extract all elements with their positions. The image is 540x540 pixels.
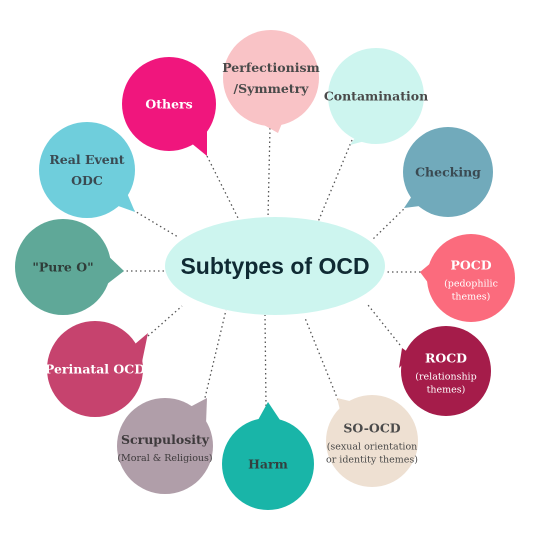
center-node: Subtypes of OCD [165,217,385,315]
connector-rocd [367,304,401,346]
bubble-checking: Checking [403,127,493,217]
bubble-tail [258,402,280,420]
connector-perinatal [147,305,183,337]
bubble-label: "Pure O" [32,260,93,275]
bubble-circle [117,398,213,494]
bubble-label: Perfectionism [222,60,320,75]
bubble-circle [427,234,515,322]
bubble-circle [15,219,111,315]
connector-perfectionism [267,127,271,219]
bubble-sublabel: themes) [452,292,491,303]
bubble-label: Checking [415,165,481,180]
bubble-label: Others [145,97,192,112]
bubble-pure-o: "Pure O" [15,219,124,315]
bubble-circle [47,321,143,417]
bubble-scrupulosity: Scrupulosity (Moral & Religious) [117,398,213,494]
bubble-rocd: ROCD (relationship themes) [399,326,491,416]
bubble-label: SO-OCD [343,421,400,436]
bubble-pocd: POCD (pedophilic themes) [420,234,515,322]
bubble-harm: Harm [222,402,314,510]
bubble-circle [222,418,314,510]
connector-contamination [317,139,353,223]
bubble-label: Contamination [324,89,428,104]
bubble-circle [122,57,216,151]
bubble-label: Perinatal OCD [45,362,145,377]
bubble-circle [223,30,319,126]
connector-real-event [132,209,179,238]
connector-scrupulosity [203,309,227,403]
connectors [122,127,425,407]
bubble-so-ocd: SO-OCD (sexual orientation or identity the… [326,395,418,487]
bubble-tail [135,333,148,362]
bubble-circle [401,326,491,416]
center-ellipse [165,217,385,315]
bubble-label: /Symmetry [234,81,310,96]
connector-harm [264,314,267,407]
bubble-perinatal: Perinatal OCD [45,321,148,417]
bubble-label: Harm [248,457,288,472]
bubble-circle [39,122,135,218]
center-title: Subtypes of OCD [180,253,369,279]
bubble-sublabel: or identity themes) [326,455,418,466]
bubble-others: Others [122,57,216,156]
bubble-circle [326,395,418,487]
connector-so-ocd [304,317,339,401]
bubble-sublabel: (sexual orientation [327,442,418,453]
bubble-circle [328,48,424,144]
bubble-sublabel: (Moral & Religious) [117,453,212,464]
bubble-label: ROCD [425,351,467,366]
bubble-sublabel: (pedophilic [444,279,498,290]
bubble-label: ODC [71,173,103,188]
connector-others [204,151,239,219]
bubble-label: Scrupulosity [121,432,210,447]
bubble-label: POCD [450,258,491,273]
bubble-perfectionism: Perfectionism/Symmetry [222,30,320,133]
bubble-circle [403,127,493,217]
bubble-contamination: Contamination [324,48,428,145]
bubble-sublabel: (relationship [415,372,476,383]
bubble-label: Real Event [49,152,124,167]
connector-checking [371,202,411,241]
bubble-sublabel: themes) [427,385,466,396]
